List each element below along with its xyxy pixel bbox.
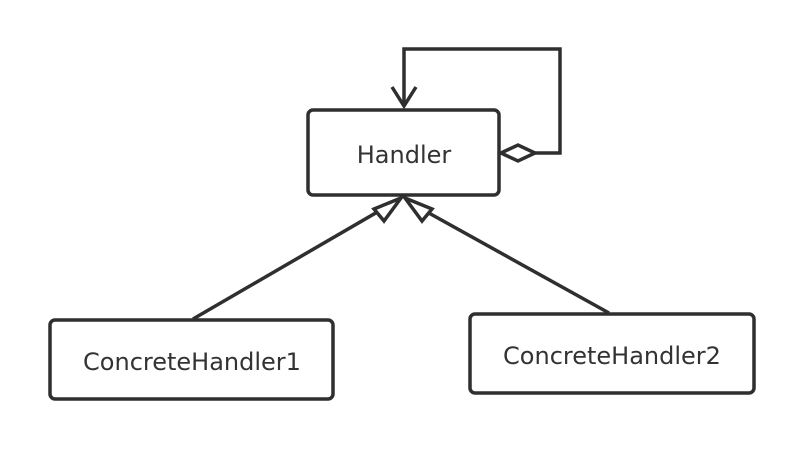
self-association-arrowhead [390, 86, 418, 110]
aggregation-diamond [496, 143, 540, 163]
class-concrete-handler-1-box [48, 318, 335, 401]
class-concrete-handler-2[interactable]: ConcreteHandler2 [468, 312, 756, 395]
generalization-triangle-concrete1 [371, 194, 407, 224]
class-concrete-handler-1[interactable]: ConcreteHandler1 [48, 318, 335, 401]
class-concrete-handler-2-box [468, 312, 756, 395]
class-concrete-handler-1-label: ConcreteHandler1 [83, 348, 301, 376]
generalization-triangle-concrete2 [399, 194, 435, 224]
self-association-line [402, 47, 562, 155]
class-handler[interactable]: Handler [306, 108, 501, 197]
generalization-line-concrete1 [192, 205, 387, 321]
class-concrete-handler-2-label: ConcreteHandler2 [503, 342, 721, 370]
class-handler-label: Handler [357, 141, 452, 169]
generalization-line-concrete2 [417, 205, 610, 315]
